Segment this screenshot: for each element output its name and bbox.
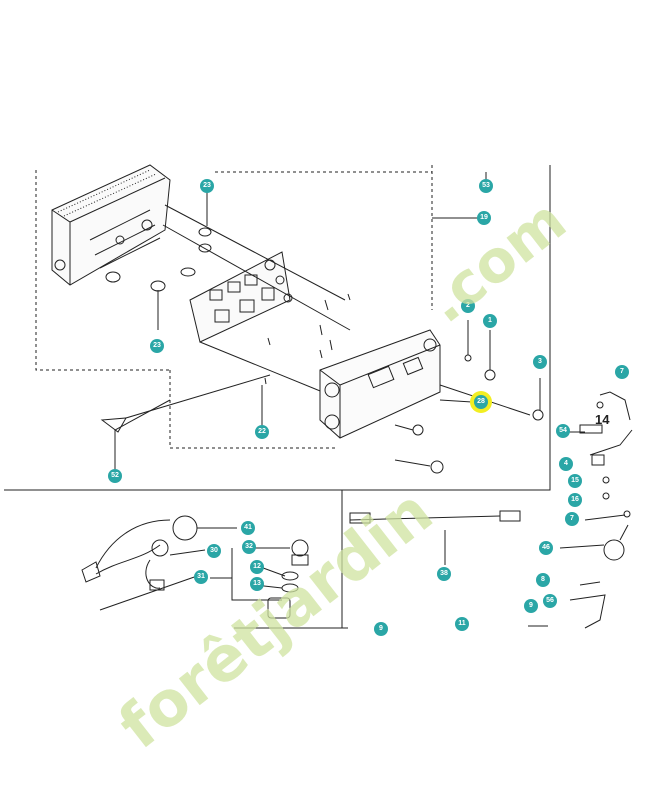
callout-7-upper[interactable]: 7 bbox=[615, 365, 629, 379]
callout-46[interactable]: 46 bbox=[539, 541, 553, 555]
callout-15[interactable]: 15 bbox=[568, 474, 582, 488]
callout-23-lower[interactable]: 23 bbox=[150, 339, 164, 353]
callout-31[interactable]: 31 bbox=[194, 570, 208, 584]
callout-53[interactable]: 53 bbox=[479, 179, 493, 193]
callout-22[interactable]: 22 bbox=[255, 425, 269, 439]
battery-pack-part bbox=[319, 329, 441, 439]
callout-7-lower[interactable]: 7 bbox=[565, 512, 579, 526]
callout-1[interactable]: 1 bbox=[483, 314, 497, 328]
callout-8[interactable]: 8 bbox=[536, 573, 550, 587]
callout-19[interactable]: 19 bbox=[477, 211, 491, 225]
callout-16[interactable]: 16 bbox=[568, 493, 582, 507]
callout-23-upper[interactable]: 23 bbox=[200, 179, 214, 193]
callout-54[interactable]: 54 bbox=[556, 424, 570, 438]
callout-4[interactable]: 4 bbox=[559, 457, 573, 471]
callout-52[interactable]: 52 bbox=[108, 469, 122, 483]
callout-2[interactable]: 2 bbox=[461, 299, 475, 313]
callout-30[interactable]: 30 bbox=[207, 544, 221, 558]
callout-12[interactable]: 12 bbox=[250, 560, 264, 574]
callout-9-right[interactable]: 9 bbox=[524, 599, 538, 613]
circuit-board-part bbox=[189, 251, 293, 343]
callout-9-bottom[interactable]: 9 bbox=[374, 622, 388, 636]
callout-41[interactable]: 41 bbox=[241, 521, 255, 535]
cable-part bbox=[349, 510, 521, 565]
callout-3[interactable]: 3 bbox=[533, 355, 547, 369]
section-divider bbox=[4, 165, 551, 491]
housing-part bbox=[51, 164, 171, 286]
callout-32[interactable]: 32 bbox=[242, 540, 256, 554]
callout-11[interactable]: 11 bbox=[455, 617, 469, 631]
assembly-frame-left bbox=[35, 170, 170, 371]
callout-38[interactable]: 38 bbox=[437, 567, 451, 581]
callout-56[interactable]: 56 bbox=[543, 594, 557, 608]
label-14: 14 bbox=[595, 412, 610, 427]
key-switch-part bbox=[81, 515, 309, 619]
callout-28-highlighted[interactable]: 28 bbox=[474, 395, 488, 409]
callout-13[interactable]: 13 bbox=[250, 577, 264, 591]
